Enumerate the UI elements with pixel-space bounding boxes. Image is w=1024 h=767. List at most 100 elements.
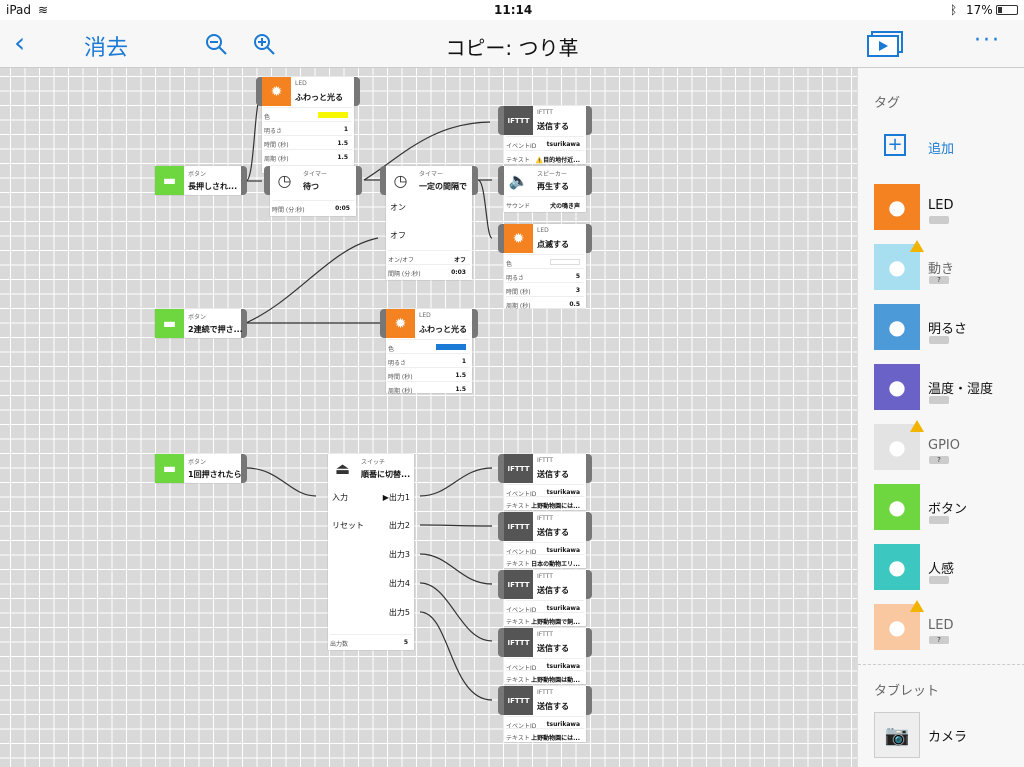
button-node[interactable]: ▬ ボタン 1回押されたら bbox=[155, 454, 247, 483]
ifttt-icon: IFTTT bbox=[504, 106, 533, 135]
tag-label: ボタン bbox=[928, 502, 968, 517]
button-node[interactable]: ▬ ボタン 2連続で押さ... bbox=[155, 309, 247, 338]
zoom-in-icon[interactable] bbox=[252, 32, 276, 56]
speaker-icon: 🔈 bbox=[508, 171, 529, 190]
tag-item-button[interactable]: ● ボタン bbox=[874, 484, 1024, 532]
output-1-port[interactable]: ▶出力1 bbox=[382, 493, 410, 502]
human-sensor-icon: ● bbox=[874, 544, 920, 590]
interval-timer-node[interactable]: ◷ タイマー 一定の間隔で オン オフ オン/オフオフ 間隔 (分:秒)0:03 bbox=[380, 166, 478, 280]
button-icon: ● bbox=[874, 484, 920, 530]
temperature-icon: ● bbox=[874, 364, 920, 410]
tag-item-human-sensor[interactable]: ● 人感 bbox=[874, 544, 1024, 592]
switch-node[interactable]: ⏏ スイッチ 順番に切替... 入力 リセット ▶出力1 出力2 出力3 出力4… bbox=[328, 454, 414, 650]
tag-label: 明るさ bbox=[928, 322, 968, 337]
tag-item-led[interactable]: ● LED bbox=[874, 184, 1024, 232]
tag-item-brightness[interactable]: ● 明るさ bbox=[874, 304, 1024, 352]
tag-label: LED bbox=[928, 198, 954, 213]
node-type: LED bbox=[295, 80, 307, 87]
zoom-out-icon[interactable] bbox=[204, 32, 228, 56]
tag-heading: タグ bbox=[874, 96, 901, 111]
timer-node[interactable]: ◷ タイマー 待つ 時間 (分:秒)0:05 bbox=[264, 166, 362, 216]
tag-label: LED bbox=[928, 618, 954, 633]
switch-icon: ⏏ bbox=[334, 459, 351, 478]
plus-icon: + bbox=[884, 134, 906, 156]
more-icon[interactable]: ··· bbox=[974, 28, 1001, 53]
delete-button[interactable]: 消去 bbox=[84, 36, 129, 61]
tag-badge bbox=[929, 336, 949, 344]
output-port[interactable] bbox=[241, 166, 247, 195]
tag-item-motion[interactable]: ● 動き? bbox=[874, 240, 1024, 292]
bluetooth-icon: ᛒ bbox=[950, 3, 958, 17]
tag-item-led[interactable]: ●LED? bbox=[874, 600, 1024, 652]
tag-badge bbox=[929, 516, 949, 524]
output-5-port[interactable]: 出力5 bbox=[388, 608, 410, 617]
prop-color[interactable]: 色 bbox=[264, 107, 352, 121]
off-port[interactable]: オフ bbox=[390, 231, 406, 240]
led-icon: ✹ bbox=[262, 77, 291, 106]
tag-label: 動き bbox=[928, 262, 955, 277]
brightness-icon: ● bbox=[874, 304, 920, 350]
nav-bar: ‹ 消去 コピー: つり革 ··· bbox=[0, 20, 1024, 68]
tag-label: 温度・湿度 bbox=[928, 382, 994, 397]
play-slides-icon[interactable] bbox=[866, 30, 904, 58]
wires bbox=[245, 93, 493, 701]
divider bbox=[858, 664, 1024, 665]
back-button[interactable]: ‹ bbox=[14, 26, 26, 59]
motion-icon: ● bbox=[874, 240, 924, 290]
page-title: コピー: つり革 bbox=[445, 36, 579, 60]
tablet-heading: タブレット bbox=[874, 684, 940, 699]
tag-item-gpio[interactable]: ● GPIO? bbox=[874, 420, 1024, 472]
warning-icon bbox=[910, 600, 924, 612]
battery-percent: 17% bbox=[966, 3, 993, 17]
tag-sidebar: タグ + 追加 ●LED●動き?●明るさ●温度・湿度●GPIO?●ボタン●人感●… bbox=[857, 68, 1024, 767]
device-name: iPad bbox=[6, 3, 32, 17]
input-port[interactable] bbox=[256, 77, 262, 106]
prop-interval[interactable]: 間隔 (分:秒)0:03 bbox=[388, 264, 470, 278]
prop-duration[interactable]: 時間 (分:秒)0:05 bbox=[272, 200, 354, 214]
clock-icon: ◷ bbox=[277, 171, 292, 190]
tag-label: 人感 bbox=[928, 562, 955, 577]
clock-icon: ◷ bbox=[393, 171, 408, 190]
speaker-node[interactable]: 🔈 スピーカー 再生する サウンド犬の鳴き声 bbox=[498, 166, 592, 212]
add-tag-button[interactable]: + 追加 bbox=[874, 132, 1024, 162]
camera-tag[interactable]: 📷 カメラ bbox=[874, 712, 1024, 760]
input-port[interactable]: 入力 bbox=[332, 493, 348, 502]
led-icon: ● bbox=[874, 184, 920, 230]
reset-port[interactable]: リセット bbox=[332, 521, 364, 530]
clock: 11:14 bbox=[494, 3, 533, 17]
button-node[interactable]: ▬ ボタン 長押しされ... bbox=[155, 166, 247, 195]
output-2-port[interactable]: 出力2 bbox=[388, 521, 410, 530]
battery-icon bbox=[996, 5, 1018, 15]
prop-time[interactable]: 時間 (秒)1.5 bbox=[264, 135, 352, 149]
tag-badge bbox=[929, 396, 949, 404]
output-port[interactable] bbox=[354, 77, 360, 106]
led-icon: ● bbox=[874, 600, 924, 650]
camera-icon: 📷 bbox=[874, 712, 920, 758]
output-4-port[interactable]: 出力4 bbox=[388, 579, 410, 588]
prop-onoff[interactable]: オン/オフオフ bbox=[388, 250, 470, 264]
tag-badge: ? bbox=[929, 276, 949, 284]
tag-badge: ? bbox=[929, 456, 949, 464]
tag-item-temperature[interactable]: ● 温度・湿度 bbox=[874, 364, 1024, 412]
gpio-icon: ● bbox=[874, 420, 924, 470]
wifi-icon: ≋ bbox=[38, 3, 49, 17]
tag-label: GPIO bbox=[928, 438, 960, 453]
prop-period[interactable]: 周期 (秒)1.5 bbox=[264, 149, 352, 163]
on-port[interactable]: オン bbox=[390, 203, 406, 212]
color-swatch bbox=[318, 112, 348, 118]
output-3-port[interactable]: 出力3 bbox=[388, 550, 410, 559]
button-icon: ▬ bbox=[155, 166, 184, 195]
warning-icon bbox=[910, 240, 924, 252]
tag-badge bbox=[929, 216, 949, 224]
